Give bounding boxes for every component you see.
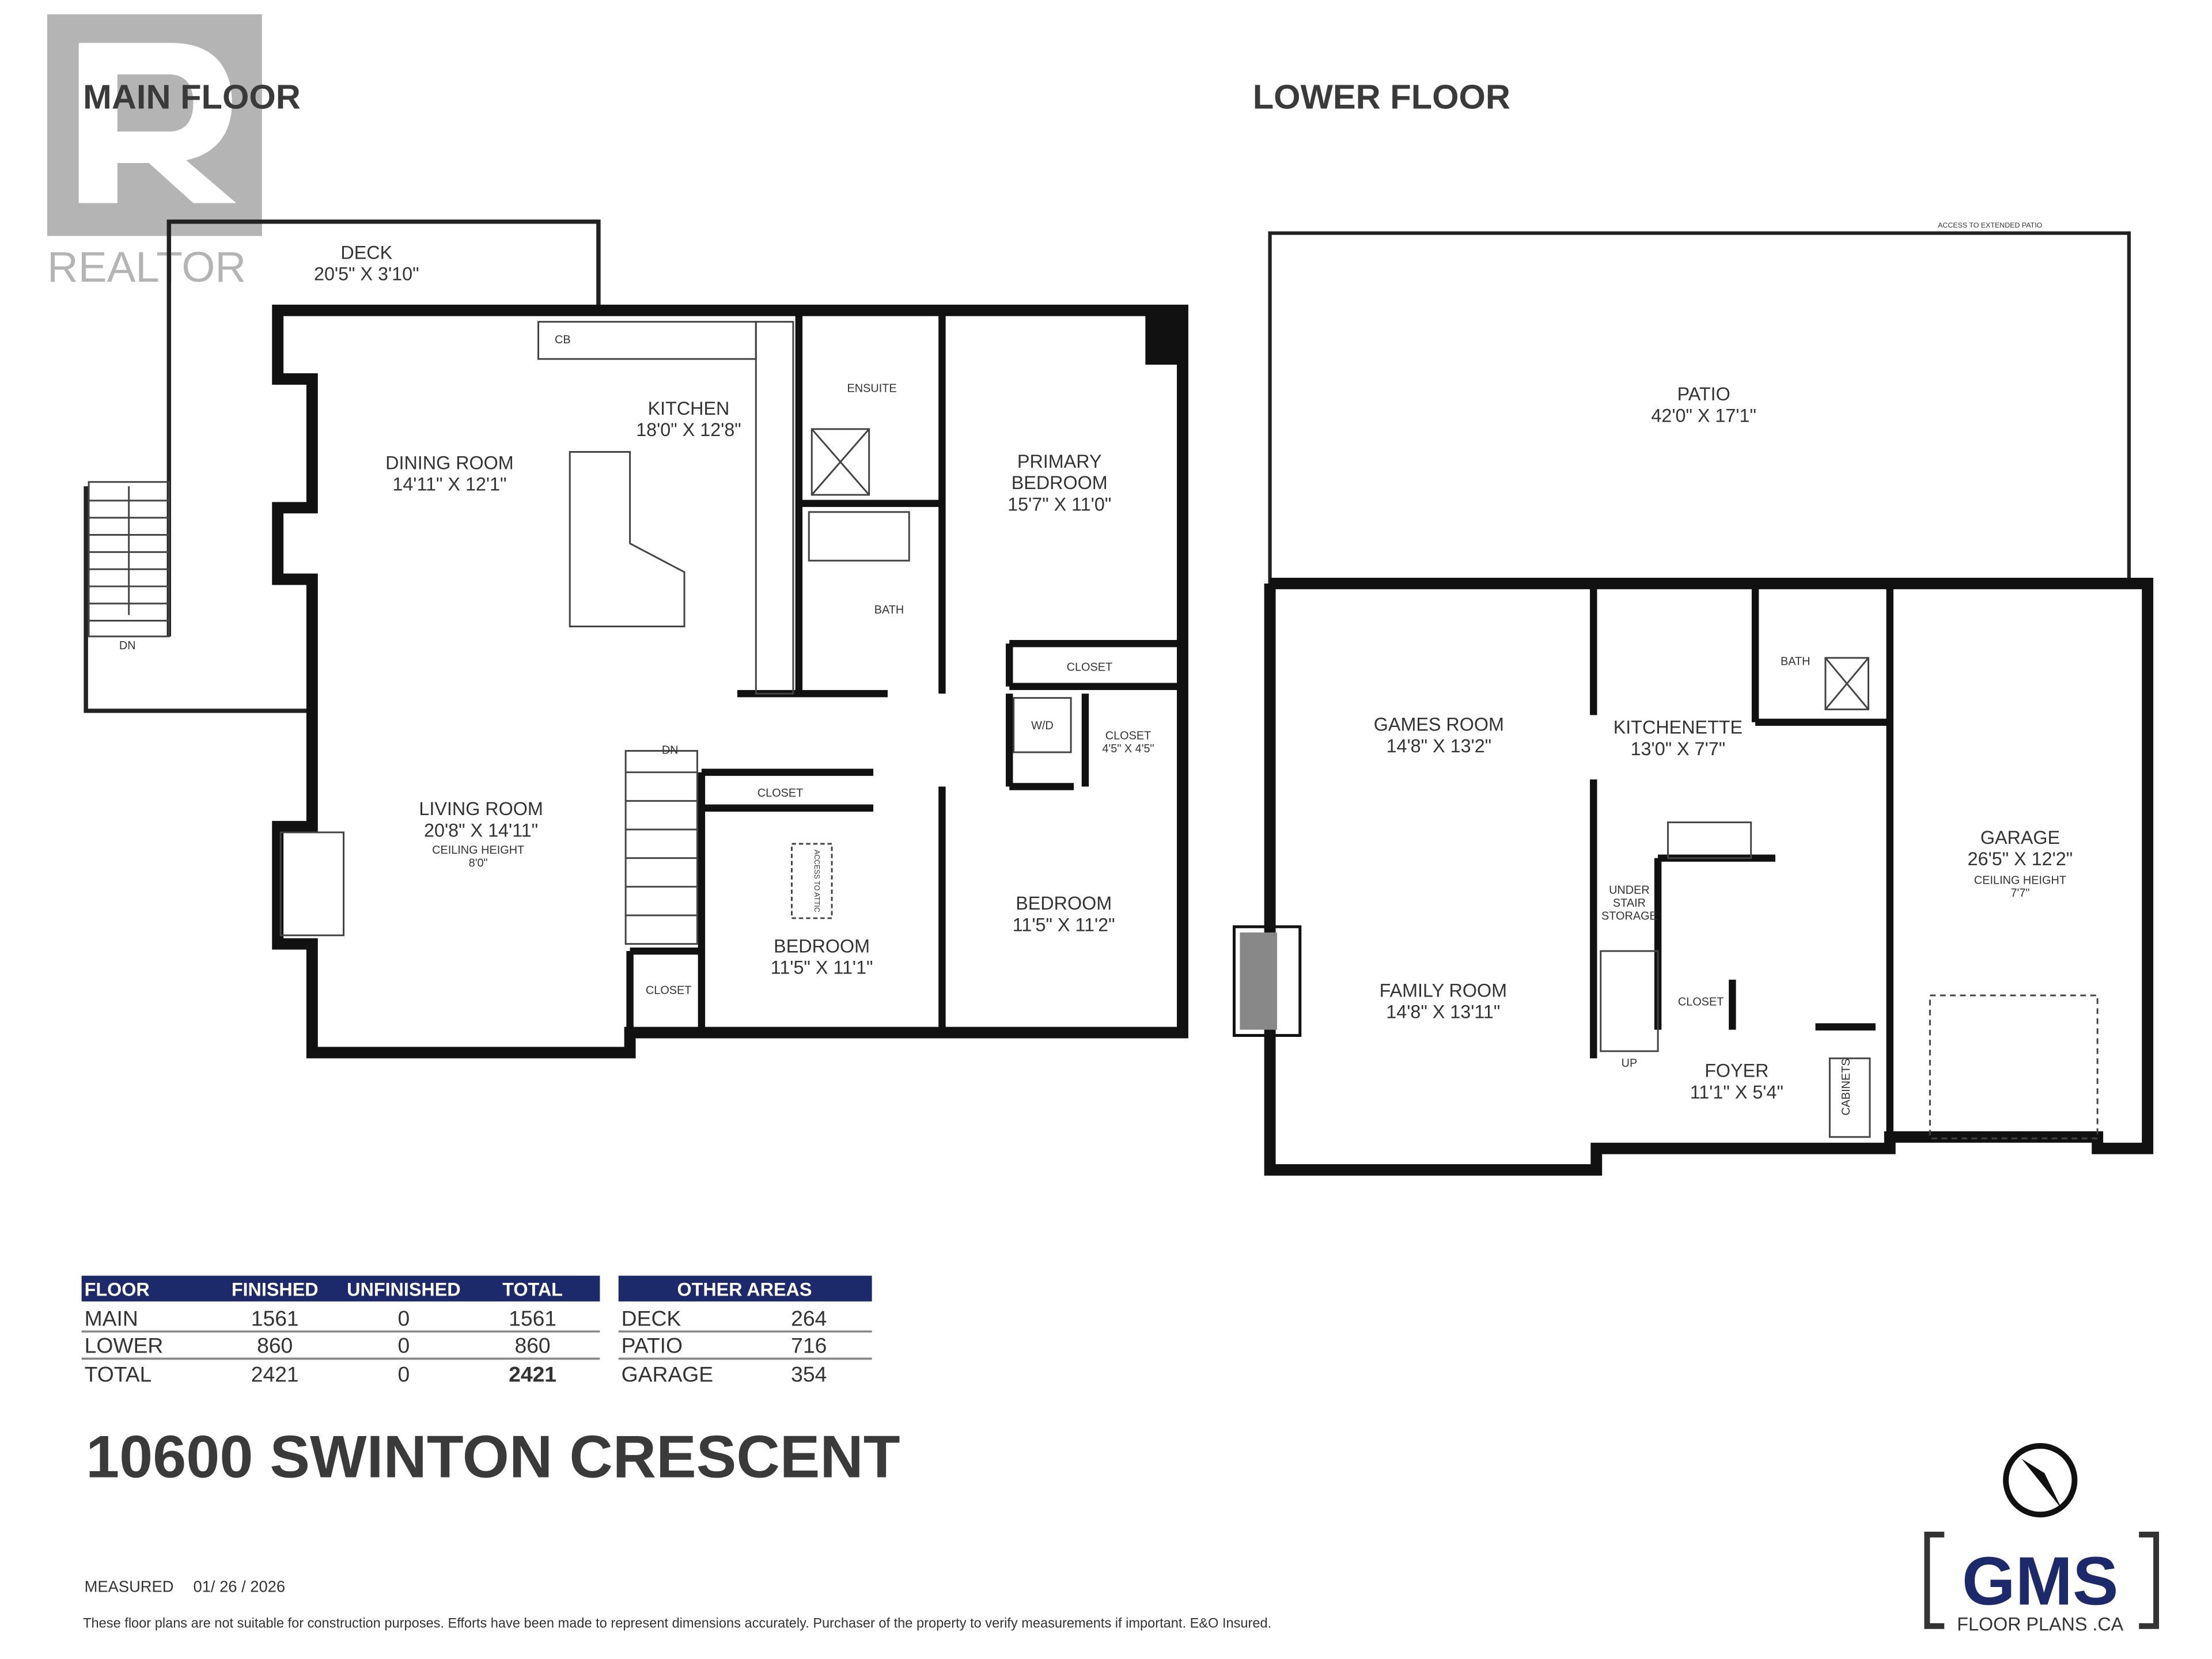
room-label-bedroom-3: BEDROOM	[1016, 893, 1112, 914]
svg-text:LOWER: LOWER	[85, 1334, 164, 1358]
table-row: MAIN 1561 0 1561	[85, 1306, 556, 1331]
realtor-watermark: REALTOR	[47, 14, 262, 291]
svg-text:42'0" X 17'1": 42'0" X 17'1"	[1651, 405, 1756, 426]
svg-text:11'5" X 11'1": 11'5" X 11'1"	[771, 957, 873, 978]
patio-access-note: ACCESS TO EXTENDED PATIO	[1938, 221, 2043, 229]
table-header: FLOOR	[85, 1279, 150, 1300]
realtor-r-mark	[78, 43, 237, 203]
svg-text:MAIN: MAIN	[85, 1306, 138, 1331]
lower-floor-title: LOWER FLOOR	[1253, 78, 1510, 116]
svg-text:716: 716	[791, 1334, 827, 1358]
room-label-dining: DINING ROOM	[385, 452, 513, 473]
main-floor-plan: DECK 20'5" X 3'10" KITCHEN 18'0" X 12'8"…	[84, 219, 1188, 1059]
svg-text:W/D: W/D	[1031, 719, 1054, 732]
svg-text:13'0" X 7'7": 13'0" X 7'7"	[1631, 738, 1726, 759]
svg-text:1561: 1561	[509, 1306, 556, 1331]
svg-text:14'11" X 12'1": 14'11" X 12'1"	[392, 474, 506, 495]
svg-text:DN: DN	[119, 639, 136, 652]
room-label-games: GAMES ROOM	[1374, 714, 1504, 735]
table-row: GARAGE 354	[622, 1362, 827, 1386]
room-label-bedroom-2: BEDROOM	[774, 936, 870, 957]
svg-text:14'8" X 13'11": 14'8" X 13'11"	[1386, 1002, 1500, 1022]
svg-text:TOTAL: TOTAL	[85, 1362, 152, 1386]
svg-text:DECK: DECK	[622, 1306, 681, 1331]
svg-text:UNDER: UNDER	[1609, 884, 1650, 897]
svg-text:0: 0	[398, 1306, 410, 1331]
svg-text:CB: CB	[555, 334, 571, 346]
svg-text:GARAGE: GARAGE	[622, 1362, 713, 1386]
svg-text:264: 264	[791, 1306, 827, 1331]
svg-text:2421: 2421	[251, 1362, 299, 1386]
room-label-primary-bedroom: PRIMARY	[1017, 451, 1102, 472]
svg-text:BATH: BATH	[874, 604, 904, 616]
measured-date: 01/ 26 / 2026	[194, 1577, 286, 1595]
svg-text:CEILING HEIGHT: CEILING HEIGHT	[432, 844, 524, 857]
room-label-kitchenette: KITCHENETTE	[1613, 717, 1743, 738]
floor-area-table: FLOOR FINISHED UNFINISHED TOTAL MAIN 156…	[81, 1275, 600, 1386]
svg-text:BATH: BATH	[1781, 655, 1810, 668]
svg-text:1561: 1561	[251, 1306, 299, 1331]
room-label-kitchen: KITCHEN	[648, 398, 730, 419]
svg-text:11'1" X 5'4": 11'1" X 5'4"	[1690, 1082, 1783, 1103]
property-address: 10600 SWINTON CRESCENT	[86, 1424, 900, 1491]
svg-text:CLOSET: CLOSET	[1067, 661, 1113, 673]
svg-text:ENSUITE: ENSUITE	[847, 382, 897, 395]
room-label-foyer: FOYER	[1705, 1060, 1768, 1081]
lower-floor-plan: ACCESS TO EXTENDED PATIO PATIO 42'0" X 1…	[1232, 221, 2154, 1176]
svg-text:0: 0	[398, 1334, 410, 1358]
svg-text:860: 860	[514, 1334, 550, 1358]
room-label-patio: PATIO	[1677, 384, 1730, 404]
svg-text:860: 860	[257, 1334, 293, 1358]
room-label-deck: DECK	[340, 242, 392, 263]
table-row: LOWER 860 0 860	[85, 1334, 551, 1358]
measured-label: MEASURED	[85, 1577, 174, 1595]
svg-text:UP: UP	[1622, 1057, 1638, 1070]
svg-text:0: 0	[398, 1362, 410, 1386]
other-areas-table: OTHER AREAS DECK 264 PATIO 716 GARAGE 354	[618, 1275, 872, 1386]
svg-text:BEDROOM: BEDROOM	[1012, 472, 1108, 493]
table-row: TOTAL 2421 0 2421	[85, 1362, 556, 1386]
realtor-wordmark: REALTOR	[47, 243, 246, 291]
svg-text:354: 354	[791, 1362, 827, 1386]
svg-text:CLOSET: CLOSET	[1105, 730, 1152, 743]
room-label-living: LIVING ROOM	[419, 798, 543, 819]
svg-text:20'5" X 3'10": 20'5" X 3'10"	[314, 264, 419, 285]
svg-text:STORAGE: STORAGE	[1601, 910, 1657, 922]
svg-text:11'5" X 11'2": 11'5" X 11'2"	[1013, 914, 1115, 935]
svg-text:CLOSET: CLOSET	[1678, 995, 1724, 1008]
svg-text:STAIR: STAIR	[1613, 897, 1646, 910]
svg-text:20'8" X 14'11": 20'8" X 14'11"	[424, 820, 538, 840]
brand-subtitle: FLOOR PLANS .CA	[1957, 1613, 2123, 1634]
room-label-family: FAMILY ROOM	[1380, 980, 1507, 1001]
svg-text:PATIO: PATIO	[622, 1334, 683, 1358]
svg-text:14'8" X 13'2": 14'8" X 13'2"	[1387, 736, 1492, 756]
gms-logo: GMS FLOOR PLANS .CA	[1924, 1532, 2160, 1634]
svg-text:CLOSET: CLOSET	[646, 984, 692, 997]
compass-icon	[2003, 1443, 2078, 1518]
disclaimer: These floor plans are not suitable for c…	[83, 1615, 1271, 1630]
table-header: OTHER AREAS	[677, 1279, 812, 1300]
svg-text:DN: DN	[662, 744, 679, 756]
table-header: FINISHED	[232, 1279, 319, 1300]
svg-text:15'7" X 11'0": 15'7" X 11'0"	[1007, 494, 1111, 514]
attic-access-label: ACCESS TO ATTIC	[813, 850, 821, 912]
svg-text:7'7": 7'7"	[2010, 887, 2029, 900]
svg-text:18'0" X 12'8": 18'0" X 12'8"	[636, 419, 741, 440]
svg-text:CEILING HEIGHT: CEILING HEIGHT	[1974, 874, 2066, 887]
svg-text:4'5" X 4'5": 4'5" X 4'5"	[1102, 743, 1154, 755]
table-header: UNFINISHED	[347, 1279, 460, 1300]
table-row: DECK 264	[622, 1306, 827, 1331]
svg-text:26'5" X 12'2": 26'5" X 12'2"	[1968, 849, 2073, 869]
room-label-garage: GARAGE	[1980, 827, 2060, 848]
brand-name: GMS	[1962, 1543, 2119, 1620]
svg-text:CABINETS: CABINETS	[1840, 1058, 1853, 1115]
svg-text:2421: 2421	[509, 1362, 556, 1386]
table-row: PATIO 716	[622, 1334, 827, 1358]
svg-text:8'0": 8'0"	[469, 857, 488, 870]
main-floor-title: MAIN FLOOR	[83, 78, 301, 116]
table-header: TOTAL	[502, 1279, 563, 1300]
svg-text:CLOSET: CLOSET	[757, 787, 804, 800]
